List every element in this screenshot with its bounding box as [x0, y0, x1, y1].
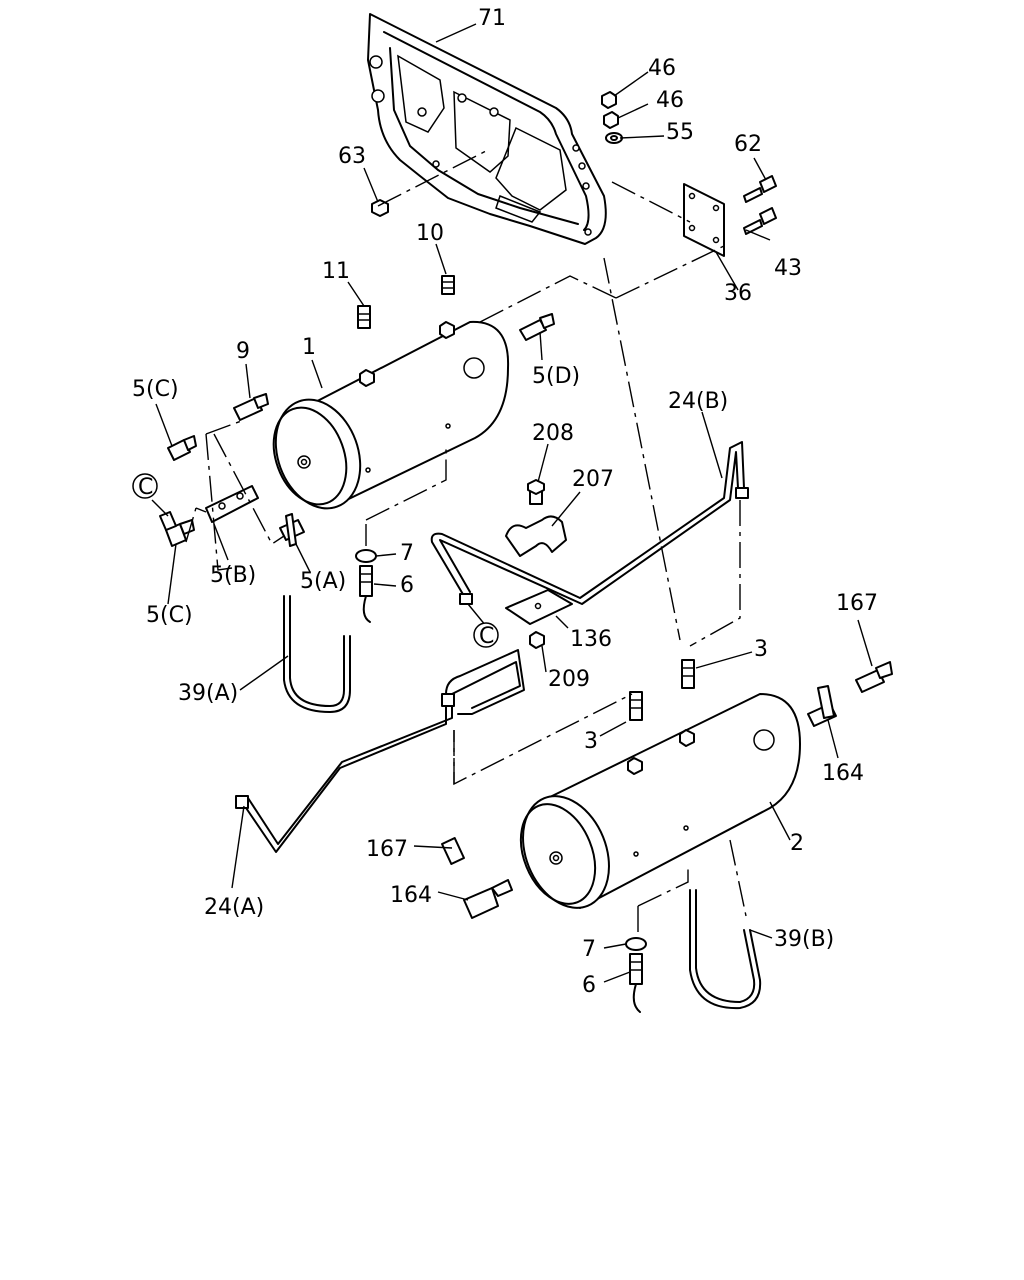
label-136: 136 [570, 627, 612, 652]
bolt-62 [743, 175, 777, 203]
label-c-left: C [138, 475, 153, 500]
label-24b: 24(B) [668, 389, 728, 414]
fitting-5C-upper [167, 435, 197, 461]
label-24a: 24(A) [204, 895, 264, 920]
label-2: 2 [790, 831, 804, 856]
nut-46-upper [601, 91, 617, 109]
label-39a: 39(A) [178, 681, 238, 706]
pipe-24B [430, 441, 749, 605]
tee-164-right [807, 685, 837, 727]
label-207: 207 [572, 467, 614, 492]
nut-63 [371, 199, 389, 217]
label-5b: 5(B) [210, 563, 256, 588]
label-46-upper: 46 [648, 56, 676, 81]
tee-5A [279, 513, 305, 547]
hose-39A [283, 595, 351, 713]
fitting-5C-lower [159, 511, 195, 547]
clamp-207 [505, 515, 567, 557]
plate-136 [505, 589, 573, 625]
label-46-lower: 46 [656, 88, 684, 113]
label-5c-upper: 5(C) [132, 377, 179, 402]
washer-55 [605, 132, 623, 144]
air-tank-1 [272, 320, 510, 510]
label-39b: 39(B) [774, 927, 834, 952]
fitting-3-lower [627, 691, 643, 775]
label-63: 63 [338, 144, 366, 169]
label-6-lower: 6 [582, 973, 596, 998]
valve-167-left [441, 837, 465, 865]
label-43: 43 [774, 256, 802, 281]
label-3-upper: 3 [754, 637, 768, 662]
label-209: 209 [548, 667, 590, 692]
fitting-5D [519, 313, 555, 341]
label-5d: 5(D) [532, 364, 580, 389]
label-36: 36 [724, 281, 752, 306]
label-7-lower: 7 [582, 937, 596, 962]
callout-labels: 71 46 46 55 62 63 43 36 10 11 1 9 5(C) 5… [132, 6, 878, 998]
bolt-208 [527, 479, 545, 505]
label-5a: 5(A) [300, 569, 346, 594]
bolt-43 [743, 207, 777, 235]
drain-valve-6-upper [355, 549, 377, 623]
elbow-164-left [463, 879, 513, 919]
air-tank-2 [519, 693, 801, 909]
label-167-right: 167 [836, 591, 878, 616]
label-208: 208 [532, 421, 574, 446]
hose-39B [689, 889, 762, 1010]
nut-46-lower [603, 111, 619, 129]
label-10: 10 [416, 221, 444, 246]
fitting-3-upper [679, 659, 695, 747]
label-9: 9 [236, 339, 250, 364]
label-3-lower: 3 [584, 729, 598, 754]
label-c-center: C [479, 624, 494, 649]
assembly-lines [185, 149, 747, 936]
bracket-frame-71 [367, 13, 607, 245]
label-164-right: 164 [822, 761, 864, 786]
drain-valve-6-lower [625, 937, 647, 1013]
pipe-24A [235, 649, 525, 853]
fitting-11 [357, 305, 375, 387]
label-164-left: 164 [390, 883, 432, 908]
label-167-left: 167 [366, 837, 408, 862]
label-62: 62 [734, 132, 762, 157]
label-11: 11 [322, 259, 350, 284]
leader-lines [151, 23, 873, 983]
manifold-5B [205, 485, 259, 523]
label-6-upper: 6 [400, 573, 414, 598]
nut-209 [529, 631, 545, 649]
circle-marker-c-center [473, 622, 499, 648]
label-5c-lower: 5(C) [146, 603, 193, 628]
label-7-upper: 7 [400, 541, 414, 566]
label-1: 1 [302, 335, 316, 360]
plate-36 [683, 183, 725, 257]
valve-167-right [855, 661, 893, 693]
label-55: 55 [666, 120, 694, 145]
fitting-9 [233, 393, 269, 421]
label-71: 71 [478, 6, 506, 31]
fitting-10 [439, 275, 455, 339]
circle-marker-c-left [132, 473, 158, 499]
